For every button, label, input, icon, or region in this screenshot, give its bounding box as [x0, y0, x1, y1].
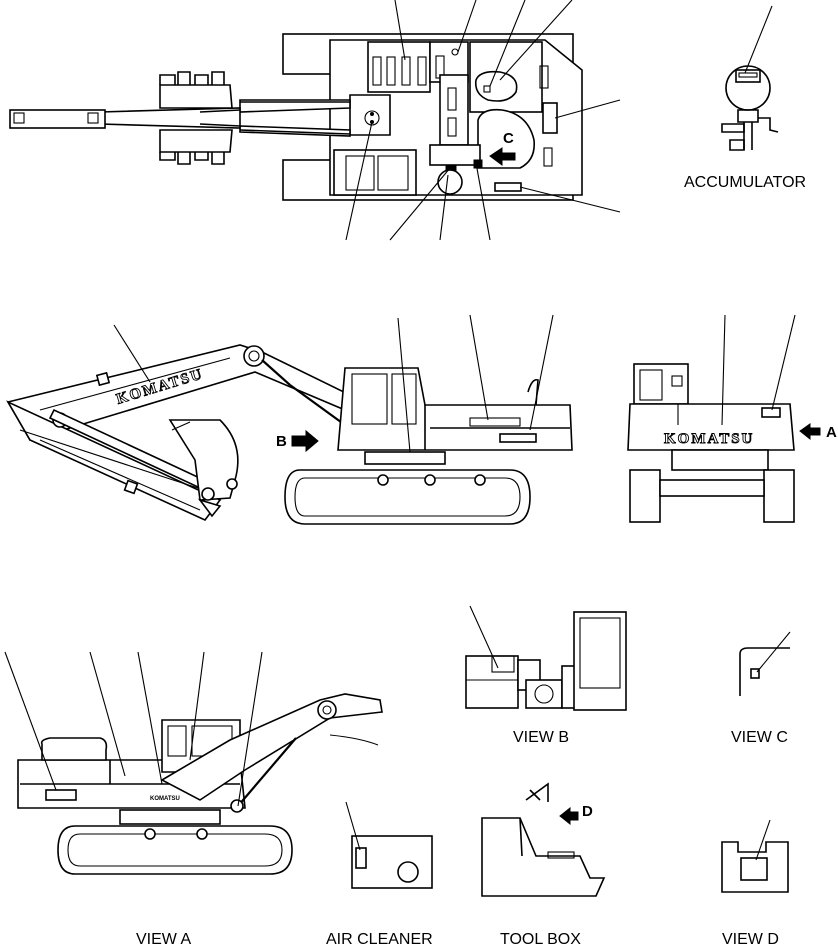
top-view-rear-decal: [494, 182, 522, 192]
rear-view-decal: [761, 407, 781, 418]
top-view-side-decal: [542, 102, 558, 134]
view-b-cab: [573, 611, 627, 711]
arrow-d-label: D: [582, 803, 593, 820]
side-view-leader-lines: [113, 314, 554, 453]
view-c-decal: [750, 668, 760, 679]
view-a-side-decal: [45, 789, 77, 801]
side-view-upper-structure: [337, 367, 573, 451]
tool-box-body: [481, 817, 606, 897]
accumulator-label: ACCUMULATOR: [684, 174, 806, 191]
arrow-c-icon: [489, 147, 516, 166]
top-view-bucket-link: [9, 109, 106, 129]
view-a-boom: [160, 693, 383, 801]
tool-box-label: TOOL BOX: [500, 931, 581, 946]
view-a-label: VIEW A: [136, 931, 191, 946]
arrow-d-icon: [559, 806, 579, 826]
top-view-swing-circle: [437, 169, 463, 195]
arrow-c-label: C: [503, 130, 514, 147]
rear-view-cab: [633, 363, 689, 405]
top-view-accumulator-area: [474, 70, 518, 102]
top-view-boom-foot: [349, 94, 391, 136]
view-c-label: VIEW C: [731, 729, 788, 746]
rear-view-counterweight: [627, 403, 795, 451]
air-cleaner-detail: AIR CLEANER: [326, 801, 433, 946]
tool-box-detail: D TOOL BOX: [481, 782, 606, 946]
arrow-b-label: B: [276, 433, 287, 450]
side-view-bucket: [168, 419, 239, 501]
rear-view-right-track: [763, 469, 795, 523]
view-b-label: VIEW B: [513, 729, 569, 746]
rear-view-leader-lines: [721, 314, 796, 426]
top-view-leader-lines: [345, 0, 621, 241]
view-d: VIEW D: [721, 819, 789, 946]
arrow-a-icon: [799, 423, 821, 441]
top-view-engine-hood: [477, 108, 536, 169]
air-cleaner-label: AIR CLEANER: [326, 931, 433, 946]
rear-brand-text: KOMATSU: [664, 431, 754, 447]
side-view-side-decal: [499, 433, 537, 443]
arrow-b-icon: [291, 429, 319, 453]
view-b: VIEW B: [465, 605, 627, 746]
top-view-cab: [333, 149, 417, 196]
view-c: VIEW C: [731, 631, 791, 746]
view-a-track: [57, 825, 293, 875]
arrow-a-label: A: [826, 424, 837, 441]
view-a-brand-text: KOMATSU: [150, 796, 180, 802]
view-d-label: VIEW D: [722, 931, 779, 946]
rear-view: KOMATSU A: [627, 314, 837, 523]
side-view-track: [284, 469, 531, 525]
side-view: KOMATSU B: [6, 314, 573, 525]
top-view: C: [9, 0, 621, 241]
accumulator-detail: ACCUMULATOR: [684, 5, 806, 191]
view-d-decal: [740, 857, 768, 881]
view-a: KOMATSU VIEW A: [4, 651, 383, 946]
rear-view-left-track: [629, 469, 661, 523]
view-a-leader-lines: [4, 651, 263, 807]
view-c-panel-edge: [739, 647, 790, 696]
